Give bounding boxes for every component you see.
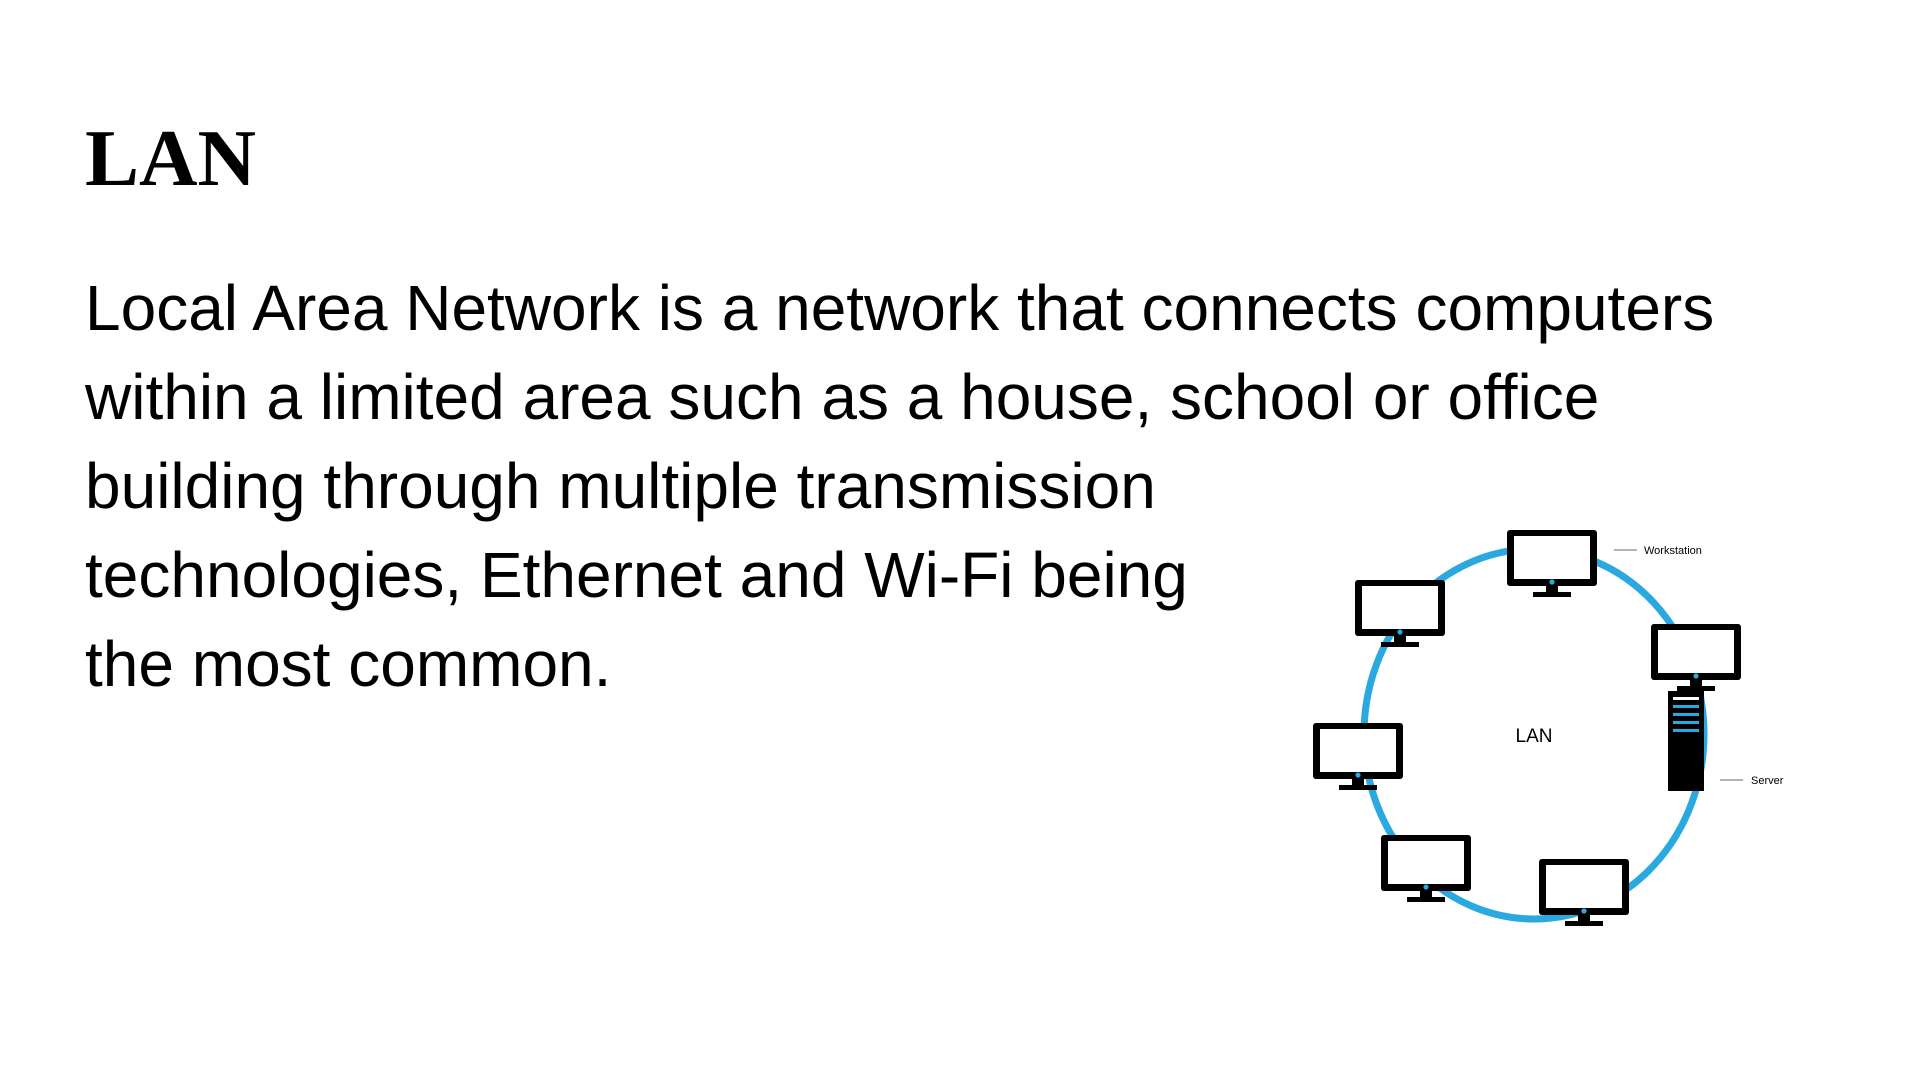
workstation-monitor-icon xyxy=(1507,530,1597,597)
body-line: within a limited area such as a house, s… xyxy=(85,361,1600,433)
lan-ring-diagram: LAN Workstation Server xyxy=(1300,510,1800,940)
body-line: Local Area Network is a network that con… xyxy=(85,272,1715,344)
workstation-monitor-icon xyxy=(1651,624,1741,691)
workstation-monitor-icon xyxy=(1355,580,1445,647)
workstation-label: Workstation xyxy=(1644,545,1702,557)
slide-title: LAN xyxy=(85,113,257,203)
lan-ring-svg: LAN Workstation Server xyxy=(1313,530,1784,926)
workstation-monitor-icon xyxy=(1381,835,1471,902)
body-line: the most common. xyxy=(85,628,612,700)
body-line: technologies, Ethernet and Wi-Fi being xyxy=(85,539,1188,611)
server-label: Server xyxy=(1751,775,1784,787)
diagram-center-label: LAN xyxy=(1516,726,1553,747)
workstation-monitor-icon xyxy=(1313,723,1403,790)
server-icon xyxy=(1668,691,1704,791)
body-line: building through multiple transmission xyxy=(85,450,1156,522)
body-text: Local Area Network is a network that con… xyxy=(85,264,1714,709)
